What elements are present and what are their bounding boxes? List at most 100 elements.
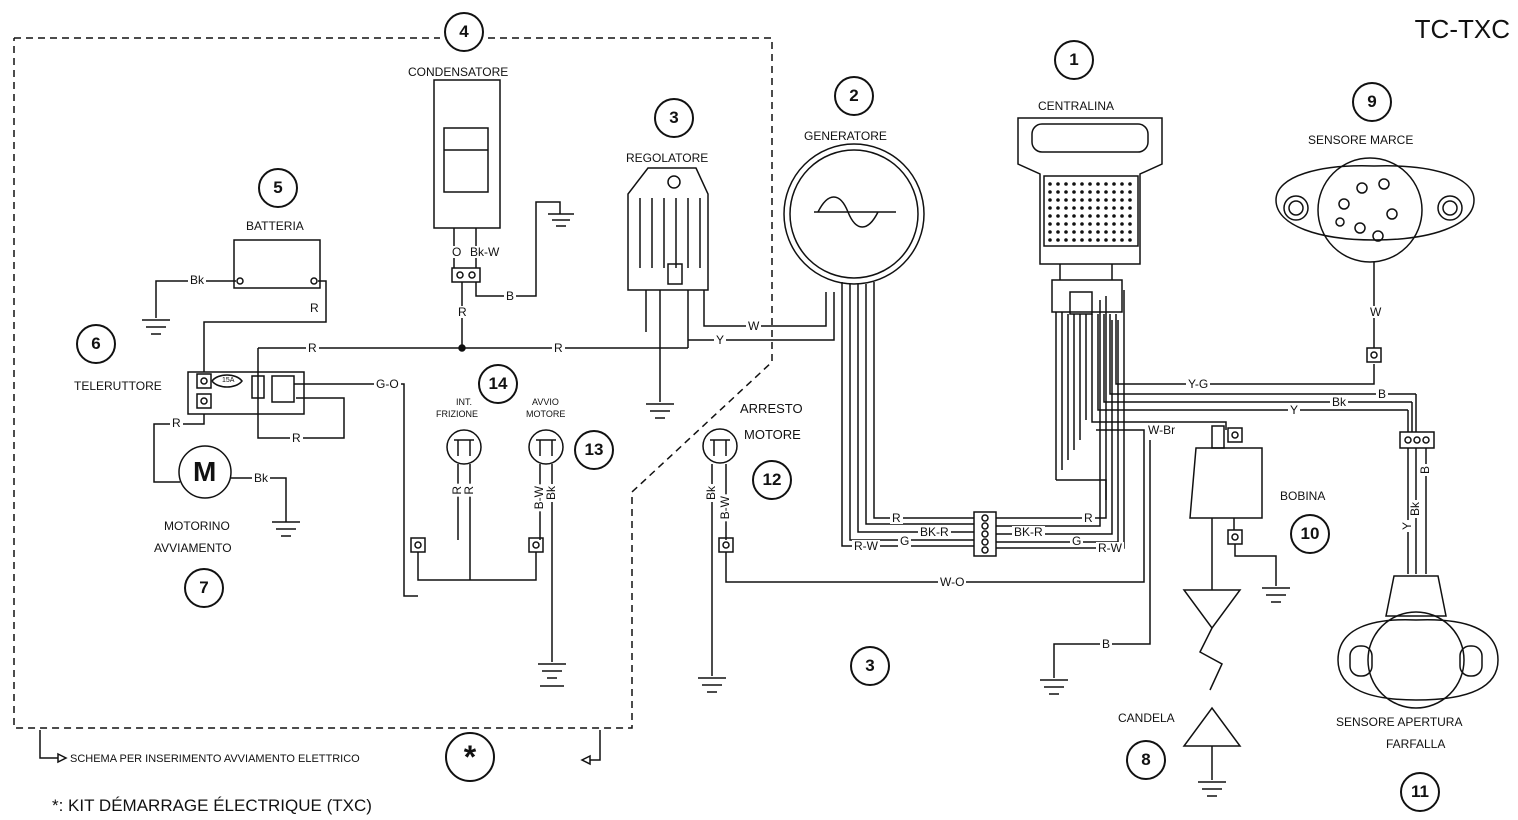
wire-r-int2: R xyxy=(462,484,476,497)
ecu-pin-dot xyxy=(1080,230,1084,234)
electric-start-boundary xyxy=(13,37,773,729)
wire-b-tps-v: B xyxy=(1418,464,1432,477)
ecu-pin-dot xyxy=(1104,206,1108,210)
wire-bk-avvio: Bk xyxy=(544,484,558,503)
ecu-pin-dot xyxy=(1072,190,1076,194)
ecu-pin-dot xyxy=(1080,214,1084,218)
switches-shape xyxy=(410,429,566,687)
ecu-pin-dot xyxy=(1112,238,1116,242)
ecu-pin-dot xyxy=(1128,190,1132,194)
ecu-pin-dot xyxy=(1056,190,1060,194)
ecu-pin-dot xyxy=(1056,230,1060,234)
ecu-pin-dot xyxy=(1104,238,1108,242)
ecu-pin-dot xyxy=(1128,206,1132,210)
wire-y-g: Y-G xyxy=(1186,377,1211,391)
ecu-pin-dot xyxy=(1120,230,1124,234)
ecu-pin-dot xyxy=(1072,230,1076,234)
ecu-pin-dot xyxy=(1112,190,1116,194)
wire-w-br: W-Br xyxy=(1146,423,1178,437)
connector-middle xyxy=(906,290,1125,557)
ecu-pin-dot xyxy=(1128,222,1132,226)
ecu-pin-dot xyxy=(1064,198,1068,202)
wire-r-conn-right: R xyxy=(1082,511,1095,525)
ecu-pin-dot xyxy=(1088,190,1092,194)
generatore-shape xyxy=(783,143,958,547)
wire-bkw-cond: Bk-W xyxy=(468,245,502,259)
marker-10: 10 xyxy=(1290,514,1330,554)
wire-r-mid-left: R xyxy=(306,341,319,355)
wire-w-reg: W xyxy=(746,319,762,333)
label-arresto: ARRESTO xyxy=(740,401,803,416)
ecu-pin-dot xyxy=(1128,182,1132,186)
wire-b-cond: B xyxy=(504,289,517,303)
label-farfalla: FARFALLA xyxy=(1386,737,1446,751)
marker-11: 11 xyxy=(1400,772,1440,812)
ecu-pin-dot xyxy=(1128,214,1132,218)
fuse-label: 15A xyxy=(222,377,235,384)
wire-bk-arresto: Bk xyxy=(704,484,718,503)
ecu-pin-dot xyxy=(1112,230,1116,234)
ecu-pin-dot xyxy=(1080,182,1084,186)
wire-bw-arresto: B-W xyxy=(718,494,732,522)
ecu-pin-dot xyxy=(1096,214,1100,218)
ecu-pin-dot xyxy=(1120,214,1124,218)
ecu-pin-dot xyxy=(1096,222,1100,226)
ecu-pin-dot xyxy=(1088,182,1092,186)
ecu-pin-dot xyxy=(1096,238,1100,242)
ecu-pin-dot xyxy=(1096,198,1100,202)
ecu-pin-dot xyxy=(1056,214,1060,218)
ecu-pin-dot xyxy=(1112,222,1116,226)
ecu-pin-dot xyxy=(1096,230,1100,234)
ecu-pin-dot xyxy=(1048,182,1052,186)
ecu-pin-dot xyxy=(1104,222,1108,226)
marker-4: 4 xyxy=(444,12,484,52)
ecu-pin-dot xyxy=(1072,238,1076,242)
ecu-pin-dot xyxy=(1072,206,1076,210)
ecu-pin-dot xyxy=(1064,206,1068,210)
wire-y-tps: Y xyxy=(1288,403,1301,417)
wire-r-mid-right: R xyxy=(552,341,565,355)
ecu-pin-dot xyxy=(1072,198,1076,202)
ecu-pin-dot xyxy=(1048,222,1052,226)
ecu-pin-dot xyxy=(1056,238,1060,242)
ecu-pin-dot xyxy=(1104,214,1108,218)
ecu-pin-dot xyxy=(1096,190,1100,194)
ecu-pin-dot xyxy=(1128,230,1132,234)
page-title: TC-TXC xyxy=(1414,14,1510,44)
ecu-pin-dot xyxy=(1080,198,1084,202)
wire-bkr-conn-left: BK-R xyxy=(918,525,951,539)
ecu-pin-dot xyxy=(1048,238,1052,242)
label-avvio-motore: MOTORE xyxy=(526,409,566,419)
marker-14: 14 xyxy=(478,364,518,404)
label-frizione: FRIZIONE xyxy=(436,409,478,419)
wire-bk-battery: Bk xyxy=(188,273,207,287)
wire-g-conn-right: G xyxy=(1070,534,1084,548)
ecu-pin-dot xyxy=(1120,198,1124,202)
marker-3-bottom: 3 xyxy=(850,646,890,686)
label-bobina: BOBINA xyxy=(1280,489,1326,503)
ecu-pin-dot xyxy=(1080,222,1084,226)
batteria-shape xyxy=(142,239,327,372)
motor-symbol: M xyxy=(193,456,217,487)
marker-12: 12 xyxy=(752,460,792,500)
ecu-pin-dot xyxy=(1048,230,1052,234)
teleruttore-shape xyxy=(153,371,418,597)
wire-b-ground: B xyxy=(1100,637,1113,651)
schema-arrow-right xyxy=(590,730,601,761)
marker-6: 6 xyxy=(76,324,116,364)
ecu-pin-dot xyxy=(1064,190,1068,194)
marker-3-regolatore: 3 xyxy=(654,98,694,138)
label-regolatore: REGOLATORE xyxy=(626,151,709,165)
ecu-pin-dot xyxy=(1056,222,1060,226)
ecu-pin-dot xyxy=(1080,238,1084,242)
label-candela: CANDELA xyxy=(1118,711,1175,725)
ecu-pin-dot xyxy=(1104,182,1108,186)
ecu-pin-dot xyxy=(1112,198,1116,202)
wire-bk-tps: Bk xyxy=(1330,395,1349,409)
asterisk-marker: * xyxy=(445,732,495,782)
ecu-pin-dot xyxy=(1048,206,1052,210)
wire-r-tele-left: R xyxy=(170,416,183,430)
wire-bk-motor: Bk xyxy=(252,471,271,485)
marker-7: 7 xyxy=(184,568,224,608)
schema-note: SCHEMA PER INSERIMENTO AVVIAMENTO ELETTR… xyxy=(70,753,360,765)
